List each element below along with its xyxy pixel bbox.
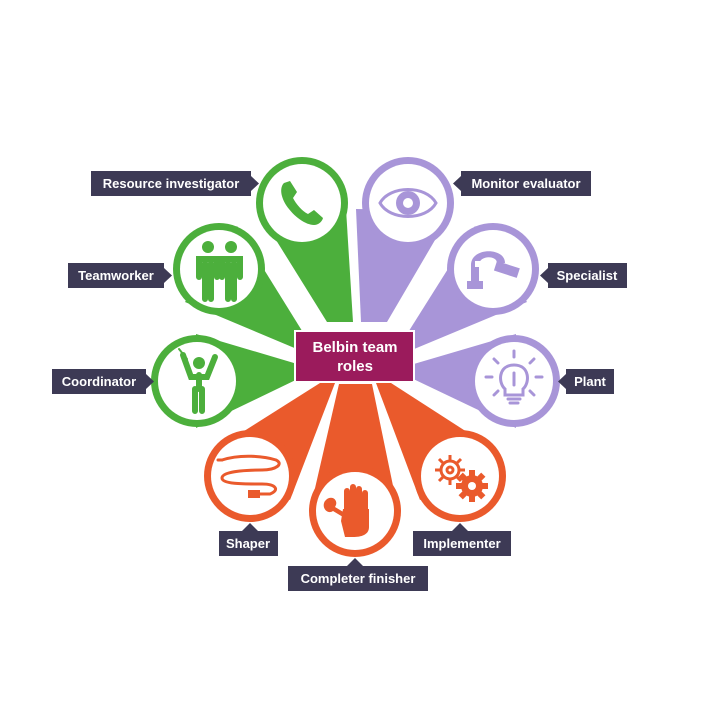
cable-icon (216, 454, 281, 498)
center-box: Belbin team roles (294, 330, 415, 383)
label-implementer-text: Implementer (423, 536, 500, 551)
two-people-icon (196, 241, 243, 302)
label-coordinator: Coordinator (52, 369, 154, 394)
gears-icon (435, 455, 488, 502)
center-title-line2: roles (337, 358, 373, 375)
conductor-icon (178, 348, 218, 414)
label-teamworker: Teamworker (68, 263, 172, 288)
micrometer-icon (467, 251, 520, 289)
lightbulb-icon (484, 349, 544, 405)
label-shaper: Shaper (219, 523, 278, 556)
label-completer-finisher-text: Completer finisher (301, 571, 416, 586)
label-resource-investigator-text: Resource investigator (103, 176, 240, 191)
label-specialist-text: Specialist (557, 268, 618, 283)
label-specialist: Specialist (540, 263, 627, 288)
label-plant: Plant (558, 369, 614, 394)
label-monitor-evaluator: Monitor evaluator (453, 171, 591, 196)
label-shaper-text: Shaper (226, 536, 270, 551)
label-plant-text: Plant (574, 374, 606, 389)
phone-icon (281, 181, 323, 225)
label-resource-investigator: Resource investigator (91, 171, 259, 196)
center-title-line1: Belbin team (312, 339, 397, 356)
label-implementer: Implementer (413, 523, 511, 556)
hand-wrench-icon (323, 484, 369, 537)
label-monitor-evaluator-text: Monitor evaluator (471, 176, 580, 191)
label-teamworker-text: Teamworker (78, 268, 154, 283)
label-completer-finisher: Completer finisher (288, 558, 428, 591)
eye-icon (378, 188, 438, 218)
label-coordinator-text: Coordinator (62, 374, 136, 389)
